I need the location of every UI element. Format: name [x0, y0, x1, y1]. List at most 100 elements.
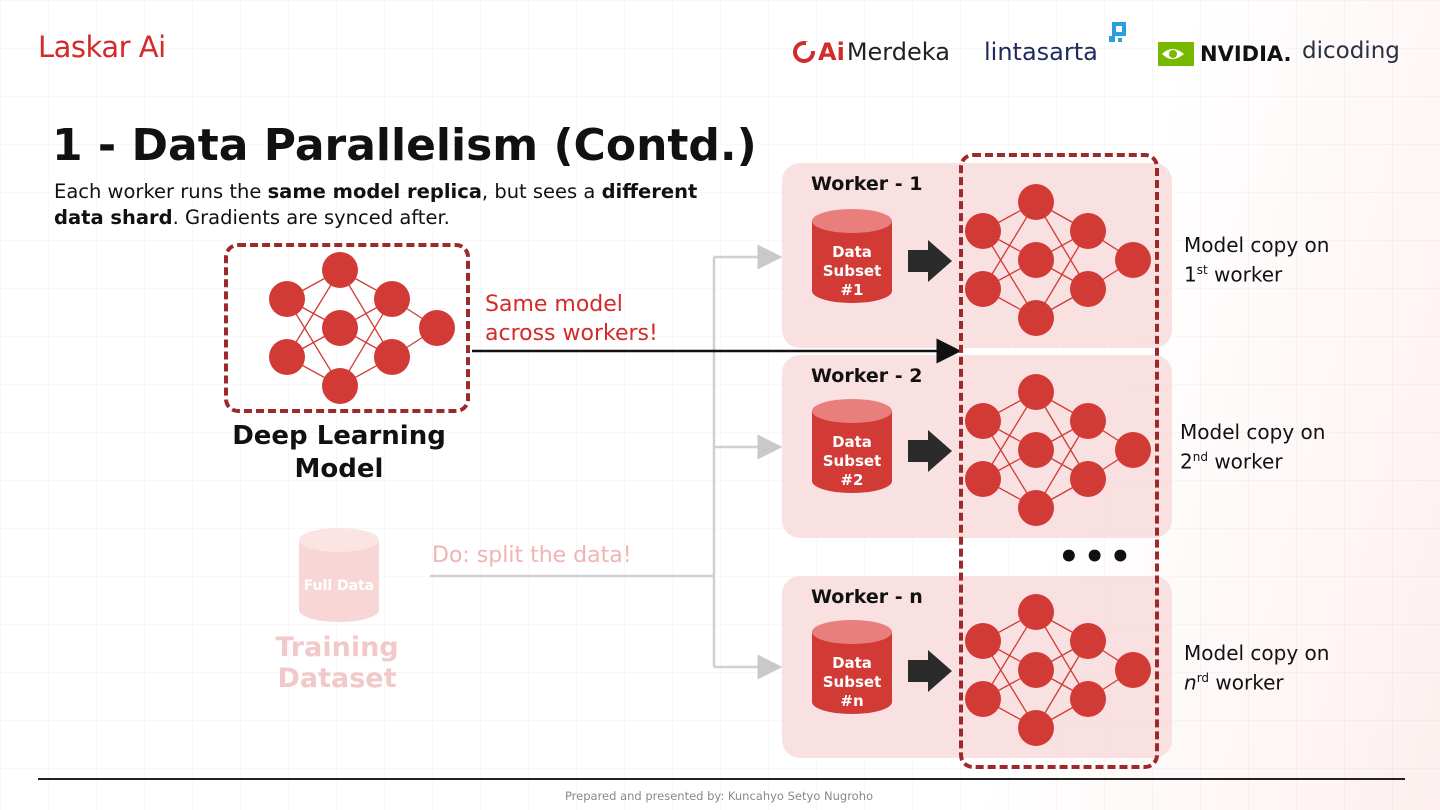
neuron-node	[1115, 652, 1151, 688]
main-neural-network-icon	[269, 252, 455, 404]
neuron-node	[1070, 461, 1106, 497]
caption-rest: worker	[1209, 670, 1284, 695]
nvidia-eye-icon	[1158, 42, 1194, 66]
neuron-node	[1018, 374, 1054, 410]
split-connector	[430, 244, 783, 680]
neuron-node	[322, 252, 358, 288]
worker-2-caption: Model copy on 2nd worker	[1180, 420, 1325, 475]
caption-ordinal: 2	[1180, 449, 1193, 474]
training-dataset-label: Training Dataset	[275, 632, 399, 694]
split-data-callout: Do: split the data!	[432, 543, 632, 568]
lintasarta-text: lintasarta	[984, 38, 1098, 66]
caption-line: Model copy on	[1184, 233, 1330, 257]
neuron-node	[1018, 432, 1054, 468]
caption-suffix: st	[1196, 263, 1208, 277]
neuron-node	[1018, 652, 1054, 688]
neuron-node	[1018, 594, 1054, 630]
subset-label-line: Subset	[823, 452, 882, 470]
worker-1-caption: Model copy on 1st worker	[1184, 233, 1329, 288]
brand-logo: Laskar Ai	[38, 30, 166, 64]
neuron-node	[374, 281, 410, 317]
same-model-callout: Same model across workers!	[485, 290, 658, 348]
data-subset-n-cylinder: Data Subset #n	[812, 620, 892, 714]
model-copies-box	[959, 153, 1159, 769]
subset-label-line: #n	[840, 692, 863, 710]
deep-learning-model-label: Deep Learning Model	[232, 421, 446, 484]
subtitle-text-1: Each worker runs the	[54, 180, 268, 203]
worker-n-neural-network-icon	[965, 594, 1151, 746]
slide-subtitle: Each worker runs the same model replica,…	[54, 179, 734, 231]
neuron-node	[269, 339, 305, 375]
neuron-node	[1018, 490, 1054, 526]
nvidia-text: NVIDIA.	[1200, 42, 1292, 66]
worker-2-title: Worker - 2	[811, 365, 923, 387]
caption-ordinal: 1	[1184, 262, 1197, 287]
subtitle-text-3: . Gradients are synced after.	[172, 206, 450, 229]
deep-learning-model-box	[224, 243, 470, 413]
neuron-node	[1070, 681, 1106, 717]
slide-title: 1 - Data Parallelism (Contd.)	[52, 120, 757, 171]
neuron-node	[965, 271, 1001, 307]
worker-2-neural-network-icon	[965, 374, 1151, 526]
neuron-node	[1018, 242, 1054, 278]
footer-credit: Prepared and presented by: Kuncahyo Sety…	[564, 789, 874, 803]
neuron-node	[374, 339, 410, 375]
full-data-label: Full Data	[304, 578, 375, 594]
data-subset-2-cylinder: Data Subset #2	[812, 399, 892, 493]
neuron-node	[965, 681, 1001, 717]
subset-label-line: Data	[832, 433, 872, 451]
nvidia-logo: NVIDIA.	[1158, 42, 1292, 66]
neuron-node	[322, 368, 358, 404]
subtitle-bold-2: different data shard	[54, 180, 698, 229]
subset-label-line: #2	[840, 471, 863, 489]
ai-merdeka-logo: Ai Merdeka	[792, 38, 950, 66]
footer-divider	[38, 778, 1405, 780]
neuron-node	[322, 310, 358, 346]
caption-line: Model copy on	[1184, 641, 1330, 665]
same-model-line-2: across workers!	[485, 321, 658, 346]
full-data-cylinder: Full Data	[299, 528, 379, 622]
merdeka-mark-icon	[793, 41, 815, 63]
subtitle-text-2: , but sees a	[481, 180, 602, 203]
subset-label-line: #1	[840, 281, 863, 299]
subset-label-line: Data	[832, 654, 872, 672]
neuron-node	[1115, 242, 1151, 278]
subset-label-line: Data	[832, 243, 872, 261]
merdeka-ai-text: Ai	[818, 38, 845, 66]
right-arrow-icon	[908, 650, 952, 692]
neuron-node	[419, 310, 455, 346]
neuron-node	[965, 403, 1001, 439]
neuron-node	[269, 281, 305, 317]
subset-label-line: Subset	[823, 262, 882, 280]
lintasarta-logo: lintasarta	[984, 22, 1126, 66]
neuron-node	[965, 623, 1001, 659]
neuron-node	[1070, 403, 1106, 439]
caption-suffix: rd	[1196, 671, 1210, 685]
neuron-node	[1070, 213, 1106, 249]
same-model-line-1: Same model	[485, 292, 623, 317]
lintasarta-mark-icon	[1109, 22, 1126, 42]
subset-label-line: Subset	[823, 673, 882, 691]
data-subset-1-cylinder: Data Subset #1	[812, 209, 892, 303]
neuron-node	[965, 213, 1001, 249]
dicoding-logo: dicoding	[1302, 38, 1400, 64]
neuron-node	[1115, 432, 1151, 468]
worker-1-neural-network-icon	[965, 184, 1151, 336]
right-arrow-icon	[908, 240, 952, 282]
worker-n-title: Worker - n	[811, 586, 923, 608]
neuron-node	[965, 461, 1001, 497]
subtitle-bold-1: same model replica	[267, 180, 482, 203]
caption-rest: worker	[1207, 262, 1283, 287]
neuron-node	[1018, 300, 1054, 336]
caption-rest: worker	[1207, 449, 1283, 474]
worker-n-caption: Model copy on nrd worker	[1184, 641, 1329, 696]
caption-suffix: nd	[1192, 450, 1208, 464]
worker-1-title: Worker - 1	[811, 173, 923, 195]
neuron-node	[1070, 623, 1106, 659]
caption-ordinal: n	[1184, 670, 1197, 695]
neuron-node	[1070, 271, 1106, 307]
neuron-node	[1018, 184, 1054, 220]
merdeka-text: Merdeka	[846, 38, 950, 66]
